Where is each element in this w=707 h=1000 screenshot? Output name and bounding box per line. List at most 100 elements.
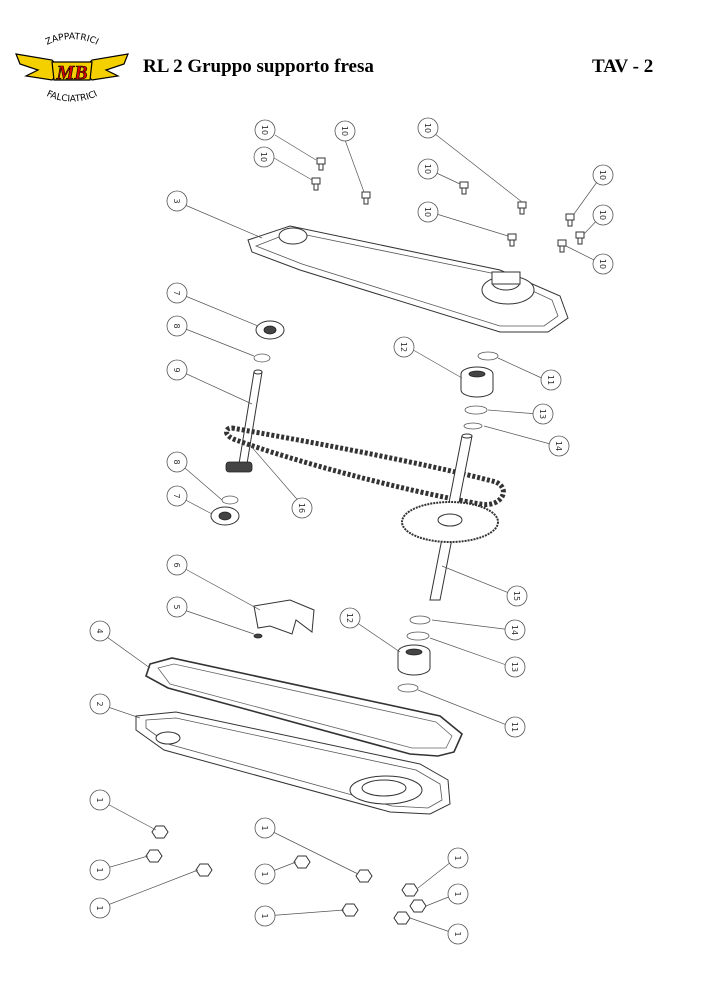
svg-text:1: 1 [260,913,269,918]
callout-c14: 9 [166,359,188,381]
callout-c15: 12 [393,336,415,358]
svg-text:FALCIATRICI: FALCIATRICI [45,89,99,104]
bearing-12-lower [397,644,431,676]
bearing-12-upper [460,366,494,398]
svg-text:1: 1 [260,871,269,876]
nuts [145,825,427,925]
callout-c11: 3 [166,190,188,212]
page-header: MB ZAPPATRICI FALCIATRICI RL 2 Gruppo su… [0,0,707,110]
callout-c16: 11 [540,369,562,391]
callout-c12: 7 [166,282,188,304]
callout-c35: 1 [254,863,276,885]
callout-c22: 15 [506,585,528,607]
svg-text:ZAPPATRICI: ZAPPATRICI [44,32,100,48]
callout-c1: 10 [254,119,276,141]
callout-c20: 7 [166,485,188,507]
svg-text:10: 10 [340,126,349,136]
callout-c17: 13 [532,403,554,425]
svg-text:4: 4 [95,628,104,633]
svg-text:16: 16 [297,503,306,513]
ring-lower-left [221,495,239,505]
drive-chain [224,425,506,508]
svg-text:13: 13 [538,409,547,419]
small-pin [253,633,263,639]
logo-top-text: ZAPPATRICI [44,32,100,48]
callout-c36: 1 [254,905,276,927]
svg-text:10: 10 [423,123,432,133]
callout-c4: 10 [417,117,439,139]
svg-text:9: 9 [172,367,181,372]
svg-text:7: 7 [172,290,181,295]
svg-text:11: 11 [510,722,519,732]
svg-text:8: 8 [172,323,181,328]
callout-c13: 8 [166,315,188,337]
svg-text:12: 12 [399,342,408,352]
svg-text:8: 8 [172,459,181,464]
mb-logo: MB ZAPPATRICI FALCIATRICI [15,32,129,105]
svg-text:10: 10 [598,170,607,180]
callout-c23: 6 [166,554,188,576]
callout-c19: 8 [166,451,188,473]
callout-c33: 1 [89,897,111,919]
callout-c39: 1 [447,923,469,945]
svg-text:7: 7 [172,493,181,498]
svg-text:15: 15 [512,591,521,601]
ring-13-lower [406,631,430,641]
svg-text:2: 2 [95,701,104,706]
logo-bottom-text: FALCIATRICI [45,89,99,104]
callout-c3: 10 [334,120,356,142]
svg-text:1: 1 [453,931,462,936]
svg-text:10: 10 [423,207,432,217]
callout-c34: 1 [254,817,276,839]
ring-11-lower [397,683,419,693]
top-cover [247,225,569,333]
svg-text:11: 11 [546,375,555,385]
callout-c9: 10 [592,253,614,275]
callout-c28: 11 [504,716,526,738]
ring-14-upper [463,422,483,430]
screws [311,157,585,253]
svg-text:5: 5 [172,604,181,609]
svg-text:3: 3 [172,198,181,203]
svg-text:1: 1 [95,905,104,910]
ring-13-upper [464,405,488,415]
ring-upper-left [253,353,271,363]
ring-11-upper [477,351,499,361]
table-code: TAV - 2 [592,56,654,77]
spring-clip [253,599,315,635]
callout-c21: 16 [291,497,313,519]
callout-c18: 14 [548,435,570,457]
callout-c2: 10 [253,146,275,168]
svg-text:13: 13 [510,662,519,672]
callout-c7: 10 [592,164,614,186]
svg-text:12: 12 [345,613,354,623]
svg-text:10: 10 [598,210,607,220]
page-title: RL 2 Gruppo supporto fresa [143,56,374,77]
svg-text:6: 6 [172,562,181,567]
callout-c24: 5 [166,596,188,618]
svg-text:1: 1 [95,867,104,872]
svg-text:14: 14 [554,441,563,451]
short-shaft [225,369,263,473]
svg-text:10: 10 [260,125,269,135]
callout-c27: 13 [504,656,526,678]
svg-text:14: 14 [510,625,519,635]
callout-c6: 10 [417,201,439,223]
callout-c32: 1 [89,859,111,881]
callout-c26: 14 [504,619,526,641]
callout-c31: 1 [89,789,111,811]
svg-text:1: 1 [95,797,104,802]
callout-c38: 1 [447,883,469,905]
bottom-casing [135,711,451,815]
svg-text:10: 10 [423,164,432,174]
ring-14-lower [409,615,431,625]
callout-c5: 10 [417,158,439,180]
gasket [145,657,463,757]
svg-text:10: 10 [598,259,607,269]
svg-text:1: 1 [453,855,462,860]
svg-text:1: 1 [453,891,462,896]
callout-c30: 2 [89,693,111,715]
callout-c29: 4 [89,620,111,642]
svg-text:1: 1 [260,825,269,830]
